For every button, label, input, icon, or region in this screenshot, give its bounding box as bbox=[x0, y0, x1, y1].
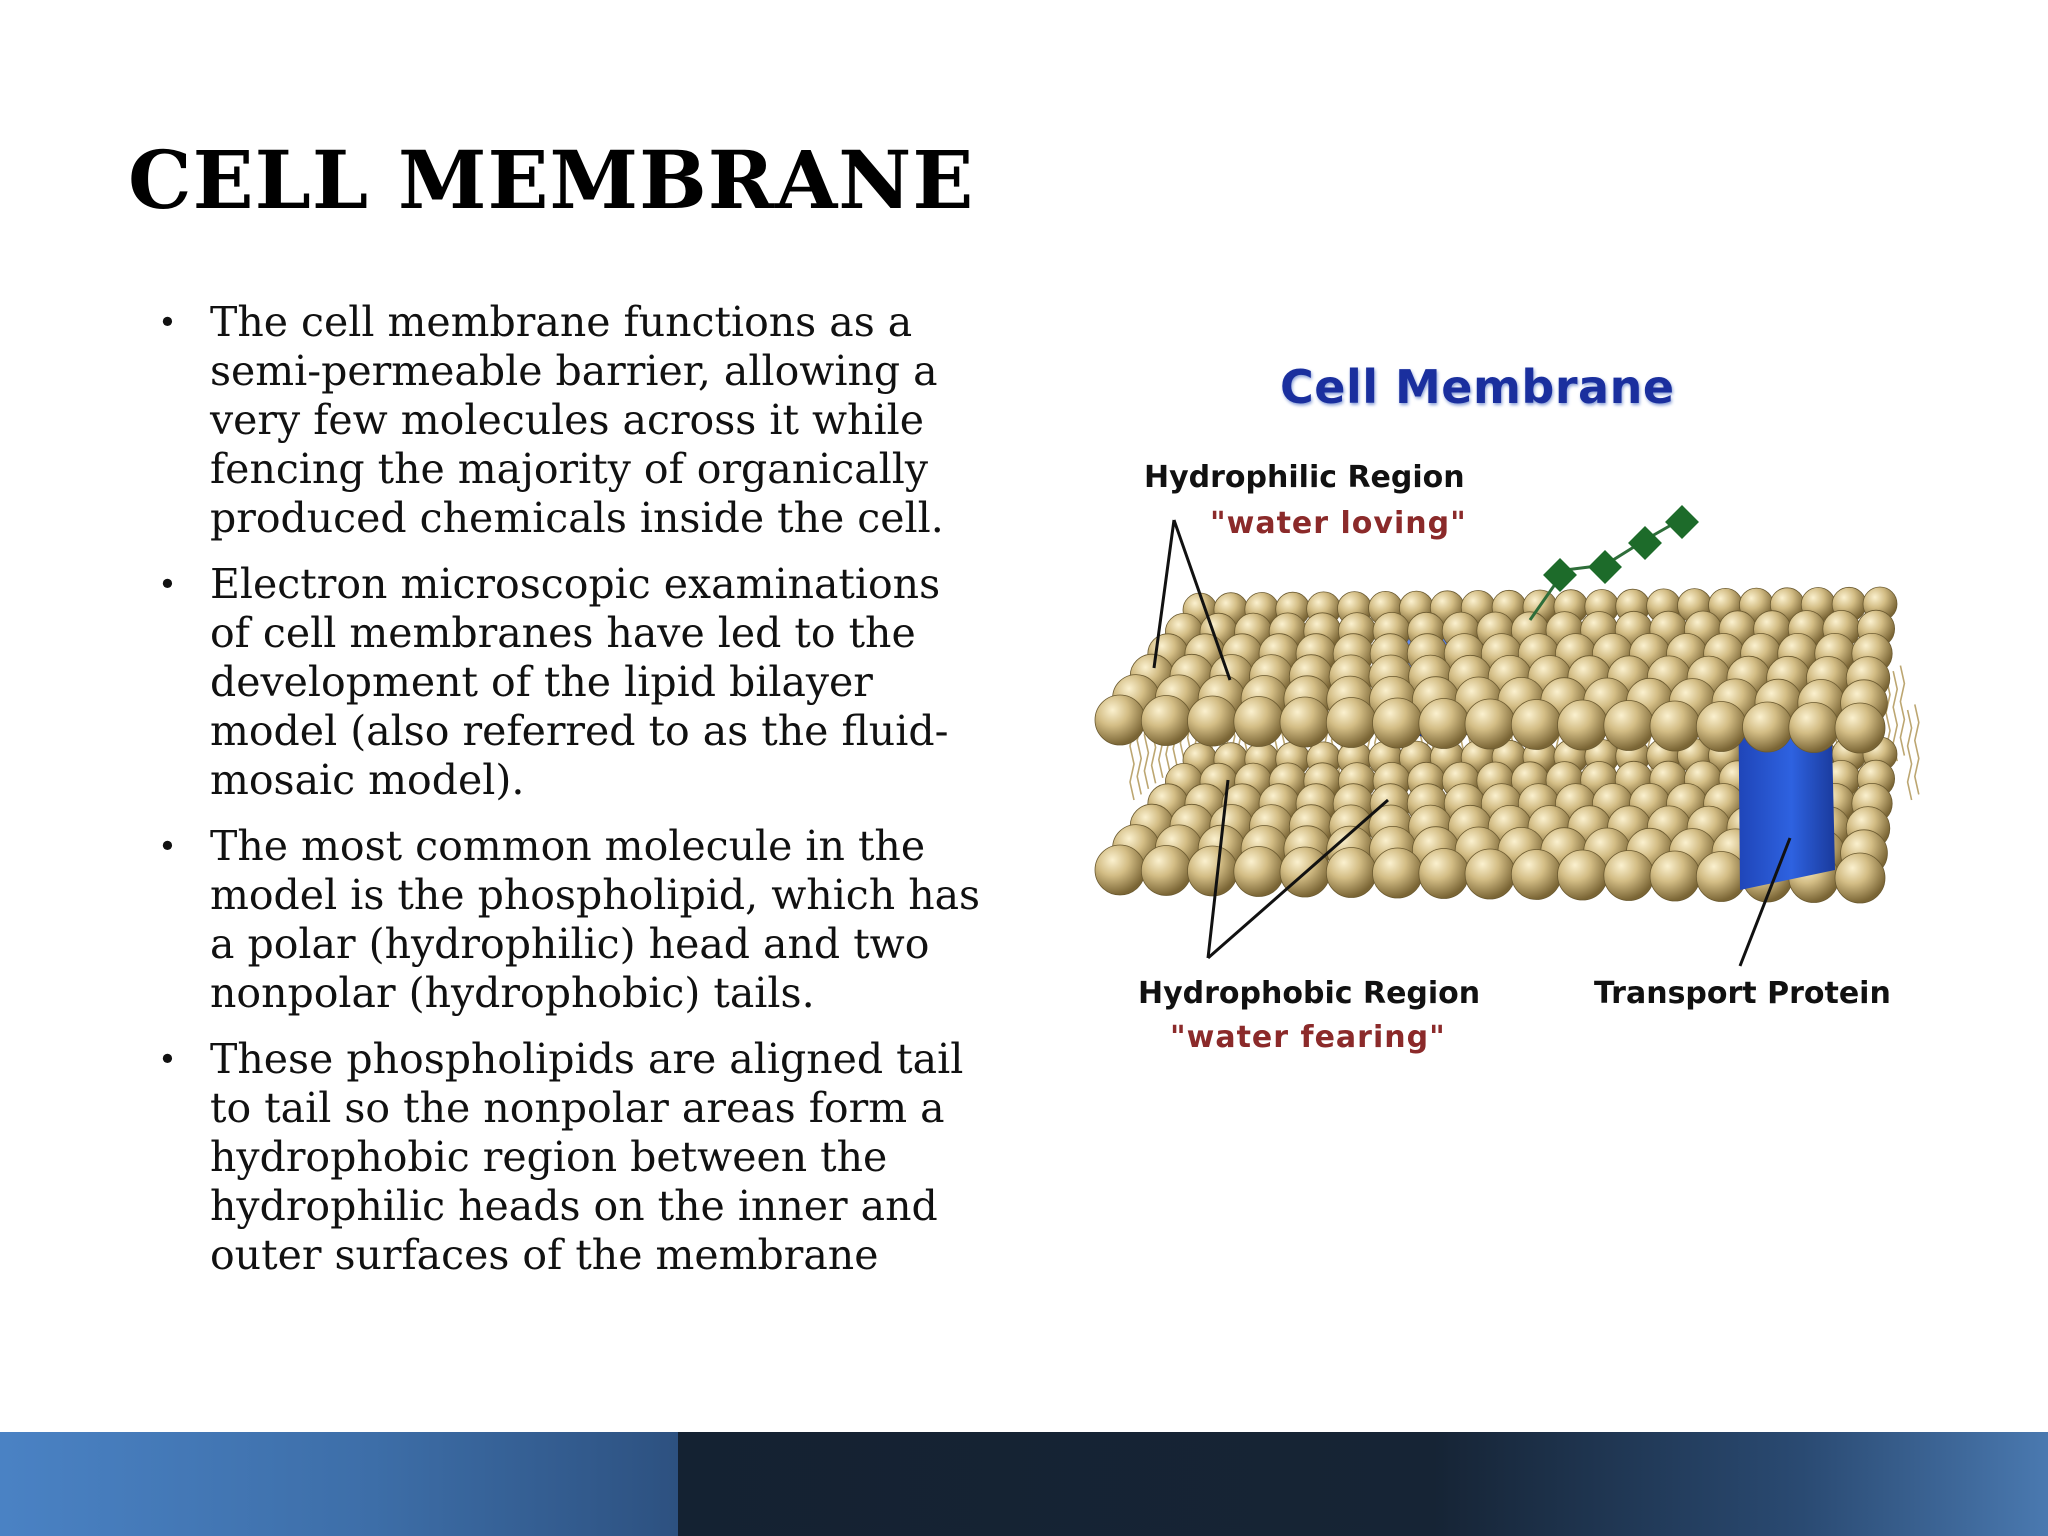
footer-bar bbox=[0, 1432, 2048, 1536]
glycoprotein-chain bbox=[1528, 505, 1699, 621]
phospholipid-head bbox=[1233, 846, 1285, 897]
phospholipid-head bbox=[1649, 700, 1701, 752]
bullet-text: The cell membrane functions as a semi-pe… bbox=[210, 298, 944, 542]
hydrophobic-region-label: Hydrophobic Region bbox=[1138, 976, 1481, 1011]
phospholipid-head bbox=[1649, 850, 1701, 902]
phospholipid-head bbox=[1418, 848, 1470, 899]
bullet-item: • Electron microscopic examinations of c… bbox=[150, 560, 990, 805]
phospholipid-head bbox=[1279, 696, 1331, 748]
phospholipid-head bbox=[1834, 702, 1886, 754]
bullet-icon: • bbox=[158, 1040, 177, 1078]
phospholipid-head bbox=[1510, 849, 1562, 900]
leader-lines bbox=[1152, 519, 1792, 967]
phospholipid-head bbox=[1788, 702, 1840, 753]
bullet-item: • The most common molecule in the model … bbox=[150, 822, 990, 1018]
phospholipid-head bbox=[1094, 694, 1146, 746]
phospholipid-head bbox=[1372, 847, 1423, 899]
phospholipid-head bbox=[1603, 850, 1655, 901]
phospholipid-head bbox=[1603, 700, 1655, 751]
bullet-item: • These phospholipids are aligned tail t… bbox=[150, 1035, 990, 1280]
phospholipid-head bbox=[1094, 844, 1146, 896]
footer-accent bbox=[0, 1432, 678, 1536]
phospholipid-head bbox=[1325, 847, 1377, 898]
phospholipid-head bbox=[1140, 695, 1192, 746]
phospholipid-head bbox=[1187, 695, 1238, 747]
cell-membrane-diagram: Cell Membrane Hydrophilic Region "water … bbox=[1090, 330, 1970, 1090]
phospholipid-head bbox=[1834, 852, 1886, 904]
phospholipid-head bbox=[1557, 699, 1608, 751]
glycan-diamond bbox=[1665, 505, 1699, 539]
phospholipid-head bbox=[1372, 697, 1423, 749]
membrane-illustration bbox=[1094, 505, 1920, 967]
lipid-tail bbox=[1906, 709, 1913, 801]
phospholipid-head bbox=[1187, 845, 1238, 897]
phospholipid-head bbox=[1464, 848, 1516, 900]
bullet-icon: • bbox=[158, 303, 177, 341]
phospholipid-head bbox=[1742, 701, 1793, 753]
transport-leader bbox=[1738, 837, 1792, 967]
glycan-diamond bbox=[1628, 526, 1662, 560]
phospholipid-head bbox=[1510, 699, 1562, 750]
transport-protein-label: Transport Protein bbox=[1594, 976, 1891, 1011]
diagram-title: Cell Membrane bbox=[1280, 360, 1675, 414]
lipid-tail bbox=[1913, 704, 1920, 795]
water-fearing-label: "water fearing" bbox=[1170, 1020, 1446, 1055]
hydrophilic-leader bbox=[1152, 519, 1232, 681]
bullet-item: • The cell membrane functions as a semi-… bbox=[150, 298, 990, 543]
glycan-diamond bbox=[1588, 550, 1622, 584]
bullet-text: The most common molecule in the model is… bbox=[210, 822, 981, 1017]
phospholipid-head bbox=[1695, 701, 1747, 752]
hydrophilic-region-label: Hydrophilic Region bbox=[1144, 460, 1465, 495]
glycan-diamond bbox=[1543, 558, 1577, 592]
bullet-list: • The cell membrane functions as a semi-… bbox=[150, 298, 990, 1297]
phospholipid-head bbox=[1233, 696, 1285, 747]
outer-leaflet-heads bbox=[1094, 586, 1898, 754]
phospholipid-head bbox=[1464, 698, 1516, 750]
bullet-icon: • bbox=[158, 565, 177, 603]
bullet-text: Electron microscopic examinations of cel… bbox=[210, 560, 949, 804]
bullet-text: These phospholipids are aligned tail to … bbox=[210, 1035, 964, 1279]
phospholipid-head bbox=[1557, 849, 1608, 901]
lipid-tail bbox=[1899, 665, 1906, 756]
phospholipid-head bbox=[1418, 698, 1470, 749]
phospholipid-head bbox=[1140, 845, 1192, 896]
slide-title: CELL MEMBRANE bbox=[128, 133, 975, 227]
bullet-icon: • bbox=[158, 827, 177, 865]
water-loving-label: "water loving" bbox=[1210, 506, 1467, 541]
hydrophobic-leader bbox=[1206, 779, 1389, 960]
phospholipid-head bbox=[1695, 851, 1747, 902]
phospholipid-head bbox=[1325, 697, 1377, 748]
